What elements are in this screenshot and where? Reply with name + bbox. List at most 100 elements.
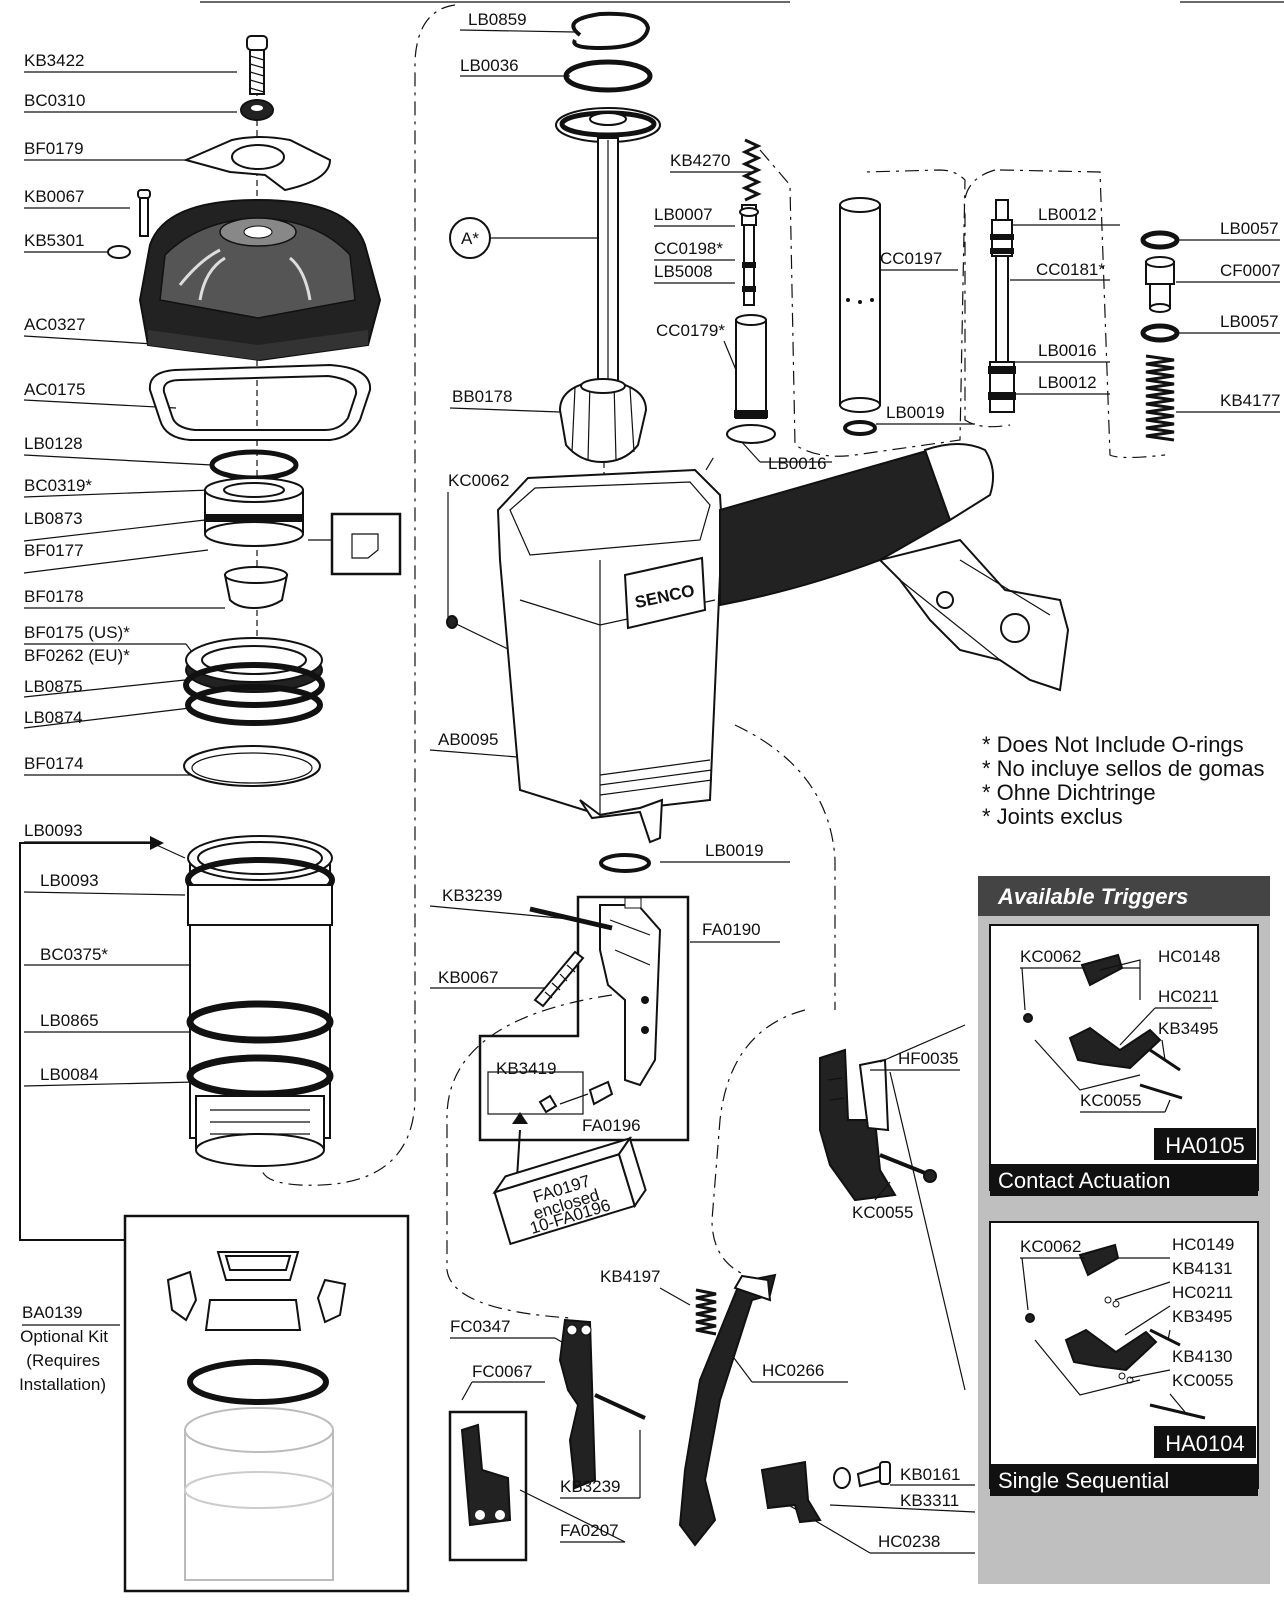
left-leaders <box>23 71 237 1087</box>
screw-kb3422 <box>246 35 268 95</box>
label-lb0016-a: LB0016 <box>768 454 827 473</box>
sequential-code-badge: HA0104 <box>1165 1431 1245 1456</box>
note-line-2: * No incluye sellos de gomas <box>982 756 1264 781</box>
t2-label-kb3495: KB3495 <box>1172 1307 1233 1326</box>
trigger-hf0035 <box>819 1048 897 1202</box>
left-labels: KB3422 BC0310 BF0179 KB0067 KB5301 AC032… <box>19 51 130 1394</box>
sequential-leaders <box>1020 1257 1186 1413</box>
bumper-bb0178 <box>558 378 648 464</box>
latch-fc0347 <box>558 1318 597 1490</box>
label-lb0128: LB0128 <box>24 434 83 453</box>
contact-code-badge: HA0105 <box>1165 1133 1245 1158</box>
notes: * Does Not Include O-rings * No incluye … <box>982 732 1264 829</box>
driver-piston <box>555 107 661 399</box>
contact-leaders <box>1020 967 1212 1113</box>
note-line-4: * Joints exclus <box>982 804 1123 829</box>
label-hf0035: HF0035 <box>898 1049 958 1068</box>
t1-label-hc0211: HC0211 <box>1158 987 1219 1006</box>
tool-body-ab0095: SENCO <box>496 468 724 844</box>
label-bf0175: BF0175 (US)* <box>24 623 130 642</box>
label-cc0198: CC0198* <box>654 239 723 258</box>
label-ab0095: AB0095 <box>438 730 499 749</box>
label-bf0262: BF0262 (EU)* <box>24 646 130 665</box>
t1-label-kb3495: KB3495 <box>1158 1019 1219 1038</box>
label-lb0093-a: LB0093 <box>24 821 83 840</box>
assembly-boundary-handle <box>705 454 716 471</box>
t1-label-kc0062: KC0062 <box>1020 947 1081 966</box>
valve-labels: KB4270 LB0007 CC0198* LB5008 CC0179* LB0… <box>654 151 1281 473</box>
bottom-labels: FC0347 FC0067 KB3239 FA0207 KB4197 HC026… <box>450 1267 961 1551</box>
label-kb4177: KB4177 <box>1220 391 1281 410</box>
label-ba0139: BA0139 <box>22 1303 83 1322</box>
kb3419-subbox <box>487 1071 584 1115</box>
label-bf0179: BF0179 <box>24 139 84 158</box>
label-lb0084: LB0084 <box>40 1065 99 1084</box>
gauge-fa0197: FA0197 enclosed 10-FA0196 <box>492 1136 647 1246</box>
lever-hc0266 <box>678 1273 777 1547</box>
fc0067-box <box>448 1410 528 1562</box>
label-lb0007: LB0007 <box>654 205 713 224</box>
label-kb0067: KB0067 <box>24 187 85 206</box>
t2-label-kc0055: KC0055 <box>1172 1371 1233 1390</box>
cap-ac0327 <box>138 198 382 362</box>
callout-box-bf0177 <box>330 512 402 576</box>
optional-kit-parts <box>166 1251 347 1581</box>
label-lb0875: LB0875 <box>24 677 83 696</box>
valve-leaders <box>654 171 1120 463</box>
label-kb3419: KB3419 <box>496 1059 557 1078</box>
gasket-ac0175 <box>148 363 372 441</box>
senco-logo: SENCO <box>623 556 707 630</box>
triggers-panel-title: Available Triggers <box>997 884 1188 909</box>
label-lb0019-a: LB0019 <box>705 841 764 860</box>
spring-kb4270 <box>741 138 762 202</box>
optional-kit-line-3: Installation) <box>19 1375 106 1394</box>
assembly-boundary-valve <box>759 149 1166 459</box>
label-cf0007: CF0007 <box>1220 261 1280 280</box>
label-lb0036: LB0036 <box>460 56 519 75</box>
tool-handle <box>719 443 1070 692</box>
sleeve-cc0197 <box>839 197 881 413</box>
label-kb0067-b: KB0067 <box>438 968 499 987</box>
sequential-name: Single Sequential <box>998 1468 1169 1493</box>
check-valve-cf0007 <box>1145 256 1175 313</box>
piston-bc0319 <box>204 477 304 547</box>
label-lb0057-a: LB0057 <box>1220 219 1279 238</box>
label-cc0197: CC0197 <box>880 249 942 268</box>
label-bf0178: BF0178 <box>24 587 84 606</box>
valve-stem-cc0181 <box>988 199 1016 413</box>
label-ac0175: AC0175 <box>24 380 85 399</box>
label-lb0012-a: LB0012 <box>1038 205 1097 224</box>
label-lb0019-b: LB0019 <box>886 403 945 422</box>
label-kb3422: KB3422 <box>24 51 85 70</box>
label-lb0873: LB0873 <box>24 509 83 528</box>
label-a: A* <box>461 229 479 248</box>
t2-label-kc0062: KC0062 <box>1020 1237 1081 1256</box>
t2-label-kb4130: KB4130 <box>1172 1347 1233 1366</box>
nose-latch-fa0190 <box>599 897 662 1087</box>
label-kb3239-a: KB3239 <box>442 886 503 905</box>
label-kb4270: KB4270 <box>670 151 731 170</box>
valve-cc0179 <box>726 314 776 444</box>
label-cc0179: CC0179* <box>656 321 725 340</box>
label-bf0174: BF0174 <box>24 754 84 773</box>
t2-label-kb4131: KB4131 <box>1172 1259 1233 1278</box>
label-lb0865: LB0865 <box>40 1011 99 1030</box>
label-bb0178: BB0178 <box>452 387 513 406</box>
label-kb4197: KB4197 <box>600 1267 661 1286</box>
label-lb0057-b: LB0057 <box>1220 312 1279 331</box>
note-line-3: * Ohne Dichtringe <box>982 780 1156 805</box>
contact-name: Contact Actuation <box>998 1168 1170 1193</box>
label-fc0067: FC0067 <box>472 1362 532 1381</box>
spring-kb4197 <box>695 1288 717 1336</box>
note-line-1: * Does Not Include O-rings <box>982 732 1244 757</box>
label-bc0319: BC0319* <box>24 476 92 495</box>
label-fa0207: FA0207 <box>560 1521 619 1540</box>
label-cc0181: CC0181* <box>1036 260 1105 279</box>
assembly-boundary-trigger <box>711 1009 806 1276</box>
optional-kit-line-1: Optional Kit <box>20 1327 108 1346</box>
label-bc0375: BC0375* <box>40 945 108 964</box>
label-bc0310: BC0310 <box>24 91 85 110</box>
label-lb0874: LB0874 <box>24 708 83 727</box>
label-kb3239-b: KB3239 <box>560 1477 621 1496</box>
label-fa0196: FA0196 <box>582 1116 641 1135</box>
